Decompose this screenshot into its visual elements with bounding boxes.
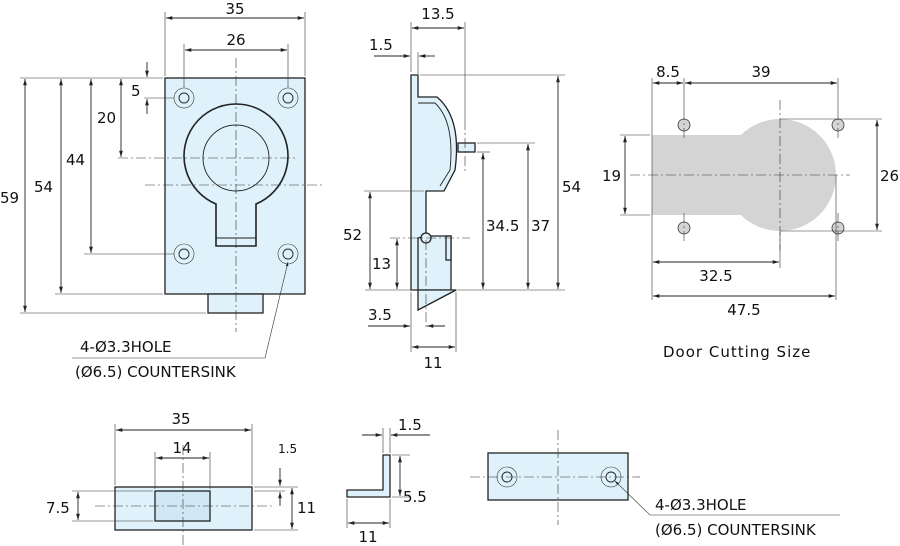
side-pin [457,142,476,153]
dim-pin-height: 37 [531,217,550,235]
dim-bracket-height: 5.5 [403,488,427,506]
back-hole-note: 4-Ø3.3HOLE [655,496,747,514]
dim-inner-height: 7.5 [46,499,70,517]
dim-hole-offset: 5 [131,82,141,100]
dim-to-center: 32.5 [699,267,732,285]
hole-icon [496,466,518,488]
dim-cut-hole-spacing: 39 [751,63,770,81]
dim-body-depth: 11 [423,354,442,372]
dim-circle-dia: 26 [880,167,899,185]
bracket-view: 1.5 5.5 11 [346,416,430,546]
front-tab [207,293,264,314]
dim-bracket-width: 11 [358,528,377,546]
countersink-note: (Ø6.5) COUNTERSINK [75,363,237,381]
side-view: 13.5 1.5 54 37 34.5 52 13 3.5 11 [343,5,581,372]
back-countersink-note: (Ø6.5) COUNTERSINK [655,521,817,539]
dim-step: 52 [343,226,362,244]
dim-bottom-height: 11 [297,499,316,517]
dim-total-height: 59 [0,189,19,207]
dim-thickness: 1.5 [278,442,297,456]
dim-edge-to-hole: 8.5 [656,63,680,81]
dim-hole-vertical: 44 [66,151,85,169]
mounting-holes [173,87,299,265]
dim-pivot: 13 [372,255,391,273]
bottom-view: 35 14 1.5 7.5 11 [46,410,316,546]
dim-plate: 1.5 [369,36,393,54]
dim-depth: 13.5 [421,5,454,23]
dim-total-width: 47.5 [727,301,760,319]
dim-inner: 14 [172,439,191,457]
dim-width: 35 [225,0,244,18]
dim-pin-lower: 34.5 [486,217,519,235]
door-cutting-title: Door Cutting Size [663,343,811,361]
hole-icon [600,466,622,488]
dim-slot-height: 19 [602,167,621,185]
back-view: 4-Ø3.3HOLE (Ø6.5) COUNTERSINK [470,430,840,539]
dim-latch-offset: 3.5 [368,306,392,324]
hole-note: 4-Ø3.3HOLE [80,338,172,356]
dim-plate-height: 54 [34,178,53,196]
dim-hole-spacing: 26 [226,31,245,49]
door-cutting-view: 8.5 39 19 26 32.5 47.5 Door Cutting Size [602,63,899,361]
front-view: 35 26 59 54 44 20 5 4-Ø3.3HOLE (Ø6.5) CO… [0,0,325,381]
dim-bracket-thickness: 1.5 [398,416,422,434]
dim-side-height: 54 [562,178,581,196]
dim-ring-center: 20 [97,109,116,127]
latch-wedge [417,289,457,312]
dim-bottom-width: 35 [171,410,190,428]
